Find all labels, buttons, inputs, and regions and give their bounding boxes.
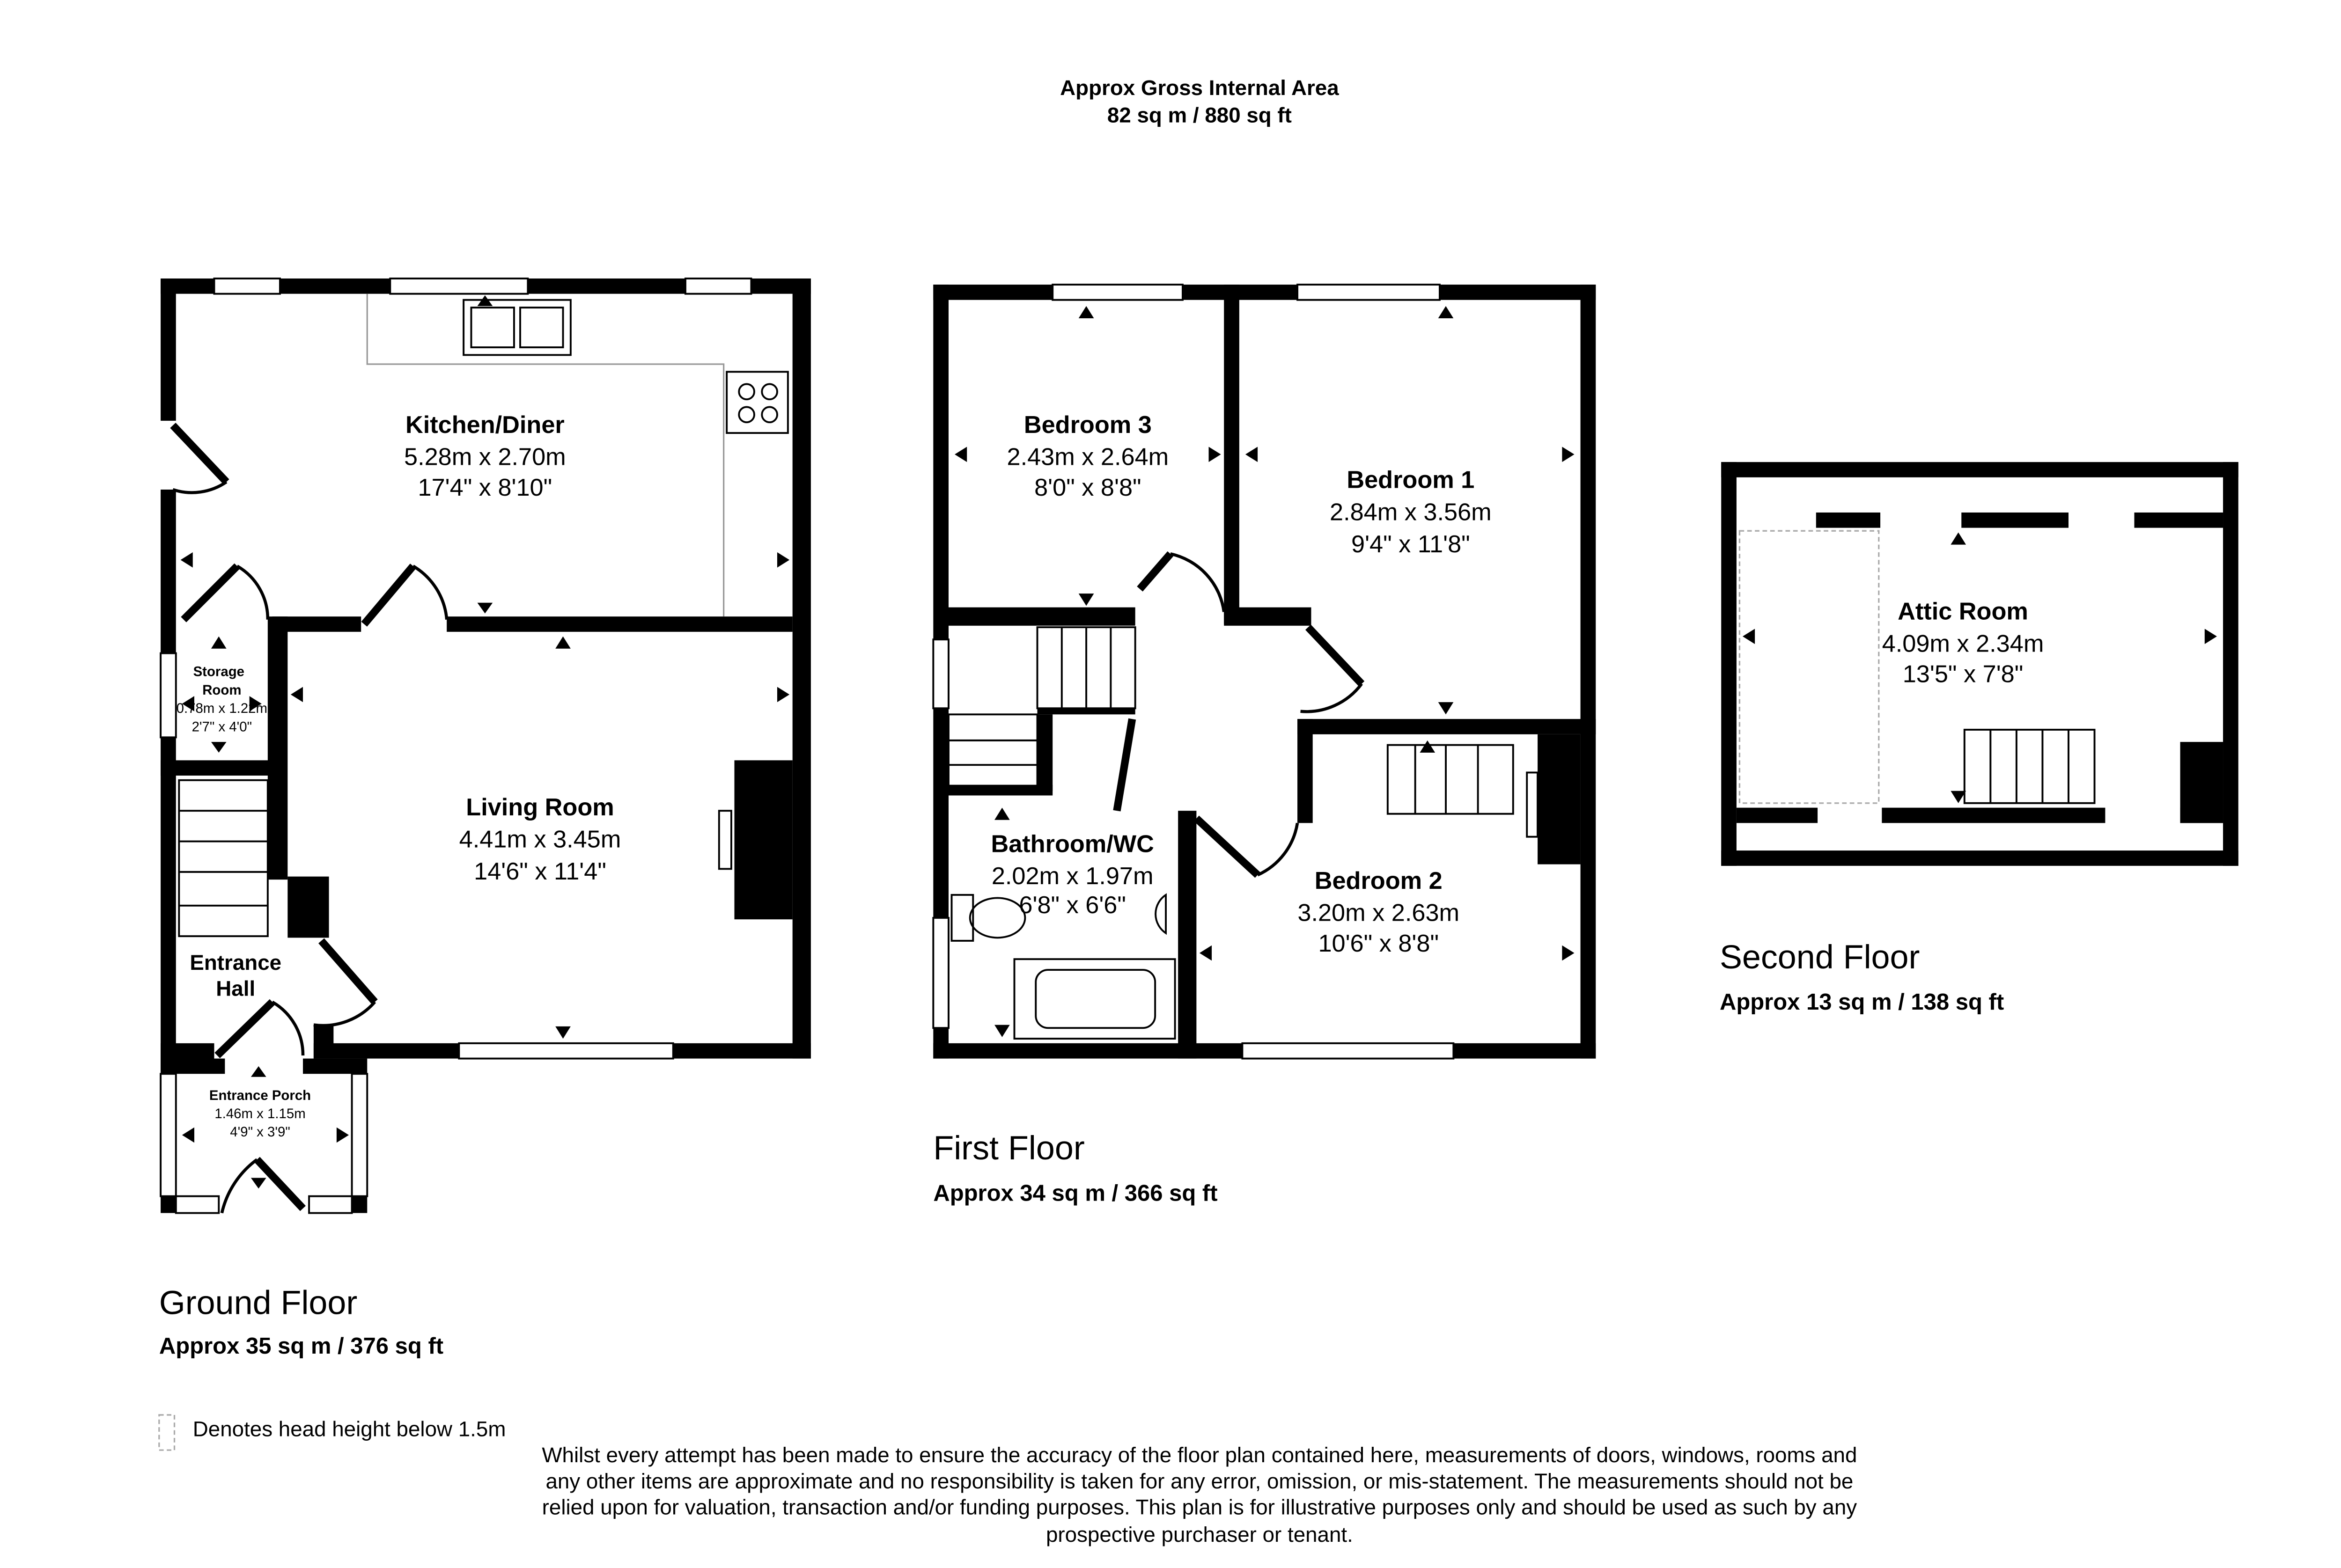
head-height-legend-text: Denotes head height below 1.5m — [193, 1417, 506, 1441]
room-metric-entrance-porch: 1.46m x 1.15m — [214, 1106, 305, 1121]
head-height-legend-swatch — [158, 1414, 176, 1451]
room-imperial-bedroom-2: 10'6" x 8'8" — [1318, 930, 1439, 957]
room-name-attic-room: Attic Room — [1898, 598, 2028, 625]
disclaimer-line: Whilst every attempt has been made to en… — [542, 1443, 1857, 1467]
gross-area-value: 82 sq m / 880 sq ft — [1107, 103, 1292, 127]
room-imperial-living-room: 14'6" x 11'4" — [474, 858, 606, 885]
room-imperial-bathroom-wc: 6'8" x 6'6" — [1019, 892, 1126, 919]
floor-area-ground: Approx 35 sq m / 376 sq ft — [159, 1334, 443, 1359]
disclaimer-line: relied upon for valuation, transaction a… — [542, 1495, 1857, 1519]
room-imperial-bedroom-1: 9'4" x 11'8" — [1351, 531, 1470, 558]
room-name-bathroom-wc: Bathroom/WC — [991, 830, 1154, 857]
room-metric-attic-room: 4.09m x 2.34m — [1882, 630, 2044, 657]
room-imperial-storage-room: 2'7" x 4'0" — [192, 719, 252, 734]
room-imperial-entrance-porch: 4'9" x 3'9" — [230, 1124, 290, 1140]
floor-name-second: Second Floor — [1720, 938, 1920, 976]
room-metric-storage-room: 0.78m x 1.22m — [177, 701, 267, 716]
room-name-entrance-hall: Entrance — [190, 951, 281, 975]
room-name-bedroom-1: Bedroom 1 — [1347, 467, 1474, 494]
second-floor-plan: Attic Room 4.09m x 2.34m 13'5" x 7'8" — [1721, 462, 2238, 866]
room-metric-bedroom-3: 2.43m x 2.64m — [1007, 444, 1169, 471]
floor-area-first: Approx 34 sq m / 366 sq ft — [933, 1180, 1217, 1206]
first-floor-plan: Bedroom 3 2.43m x 2.64m 8'0" x 8'8" Bedr… — [932, 284, 1596, 1060]
disclaimer-line: prospective purchaser or tenant. — [1046, 1523, 1353, 1546]
room-imperial-bedroom-3: 8'0" x 8'8" — [1034, 474, 1141, 501]
disclaimer: Whilst every attempt has been made to en… — [542, 1443, 1857, 1546]
room-name2-storage-room: Room — [202, 682, 241, 698]
disclaimer-line: any other items are approximate and no r… — [545, 1469, 1853, 1493]
room-metric-living-room: 4.41m x 3.45m — [459, 826, 621, 853]
room-name-bedroom-2: Bedroom 2 — [1315, 867, 1443, 894]
room-name-storage-room: Storage — [193, 664, 244, 680]
floor-name-ground: Ground Floor — [159, 1284, 357, 1321]
room-name-bedroom-3: Bedroom 3 — [1024, 411, 1152, 439]
ground-floor-plan: Kitchen/Diner 5.28m x 2.70m 17'4" x 8'10… — [160, 278, 811, 1214]
room-metric-kitchen-diner: 5.28m x 2.70m — [404, 444, 566, 471]
room-metric-bathroom-wc: 2.02m x 1.97m — [992, 863, 1154, 890]
room-name-kitchen-diner: Kitchen/Diner — [405, 411, 565, 439]
room-imperial-kitchen-diner: 17'4" x 8'10" — [418, 474, 552, 501]
room-name-entrance-porch: Entrance Porch — [209, 1088, 311, 1103]
room-metric-bedroom-2: 3.20m x 2.63m — [1297, 899, 1459, 926]
room-imperial-attic-room: 13'5" x 7'8" — [1903, 661, 2024, 688]
gross-area-title: Approx Gross Internal Area — [1060, 76, 1339, 100]
room-name-living-room: Living Room — [466, 794, 614, 821]
floor-name-first: First Floor — [933, 1129, 1084, 1167]
floor-area-second: Approx 13 sq m / 138 sq ft — [1720, 989, 2004, 1015]
room-metric-bedroom-1: 2.84m x 3.56m — [1330, 498, 1492, 526]
room-name2-entrance-hall: Hall — [216, 977, 255, 1001]
